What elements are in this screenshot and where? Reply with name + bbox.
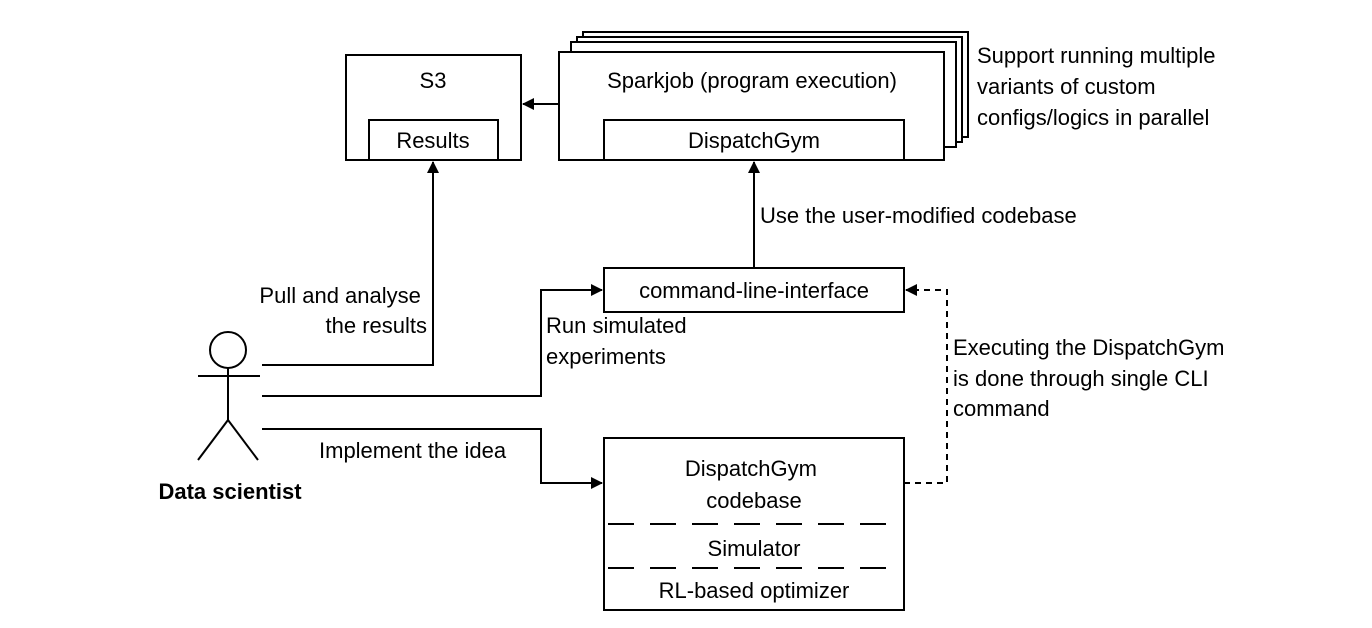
- executing-note: Executing the DispatchGym is done throug…: [953, 335, 1231, 421]
- parallel-note-line: Support running multiple: [977, 43, 1215, 68]
- executing-note-line: is done through single CLI: [953, 366, 1209, 391]
- codebase-box: DispatchGym codebase Simulator RL-based …: [603, 437, 905, 611]
- sparkjob-stack: Sparkjob (program execution) DispatchGym: [558, 31, 969, 161]
- s3-box: S3 Results: [345, 54, 522, 161]
- s3-title: S3: [420, 68, 447, 93]
- codebase-title-line: codebase: [706, 488, 801, 513]
- cli-label: command-line-interface: [639, 278, 869, 303]
- parallel-note-line: variants of custom: [977, 74, 1156, 99]
- pull-results-line: Pull and analyse: [259, 283, 420, 308]
- results-box: Results: [368, 119, 499, 161]
- parallel-note: Support running multiple variants of cus…: [977, 43, 1222, 130]
- run-experiments-line: experiments: [546, 344, 666, 369]
- executing-note-line: command: [953, 396, 1050, 421]
- optimizer-label: RL-based optimizer: [659, 578, 850, 603]
- pull-results-label: Pull and analyse the results: [259, 283, 427, 338]
- sparkjob-box: Sparkjob (program execution) DispatchGym: [558, 51, 945, 161]
- codebase-title: DispatchGym codebase: [685, 456, 823, 513]
- data-scientist-actor-icon: [197, 331, 260, 461]
- implement-idea-label: Implement the idea: [319, 438, 507, 463]
- dispatchgym-box: DispatchGym: [603, 119, 905, 161]
- simulator-label: Simulator: [708, 536, 801, 561]
- cli-box: command-line-interface: [603, 267, 905, 313]
- executing-note-line: Executing the DispatchGym: [953, 335, 1224, 360]
- dispatchgym-label: DispatchGym: [688, 128, 820, 153]
- codebase-title-line: DispatchGym: [685, 456, 817, 481]
- run-experiments-arrow: [262, 284, 603, 397]
- pull-results-arrow: [262, 161, 439, 366]
- actor-label: Data scientist: [158, 479, 302, 504]
- sparkjob-title: Sparkjob (program execution): [607, 68, 897, 93]
- run-experiments-label: Run simulated experiments: [546, 313, 693, 369]
- results-label: Results: [396, 128, 469, 153]
- parallel-note-line: configs/logics in parallel: [977, 105, 1209, 130]
- run-experiments-line: Run simulated: [546, 313, 687, 338]
- implement-idea-arrow: [262, 428, 603, 489]
- use-codebase-label: Use the user-modified codebase: [760, 203, 1077, 228]
- pull-results-line: the results: [326, 313, 428, 338]
- codebase-to-cli-dashed-arrow: [904, 284, 948, 484]
